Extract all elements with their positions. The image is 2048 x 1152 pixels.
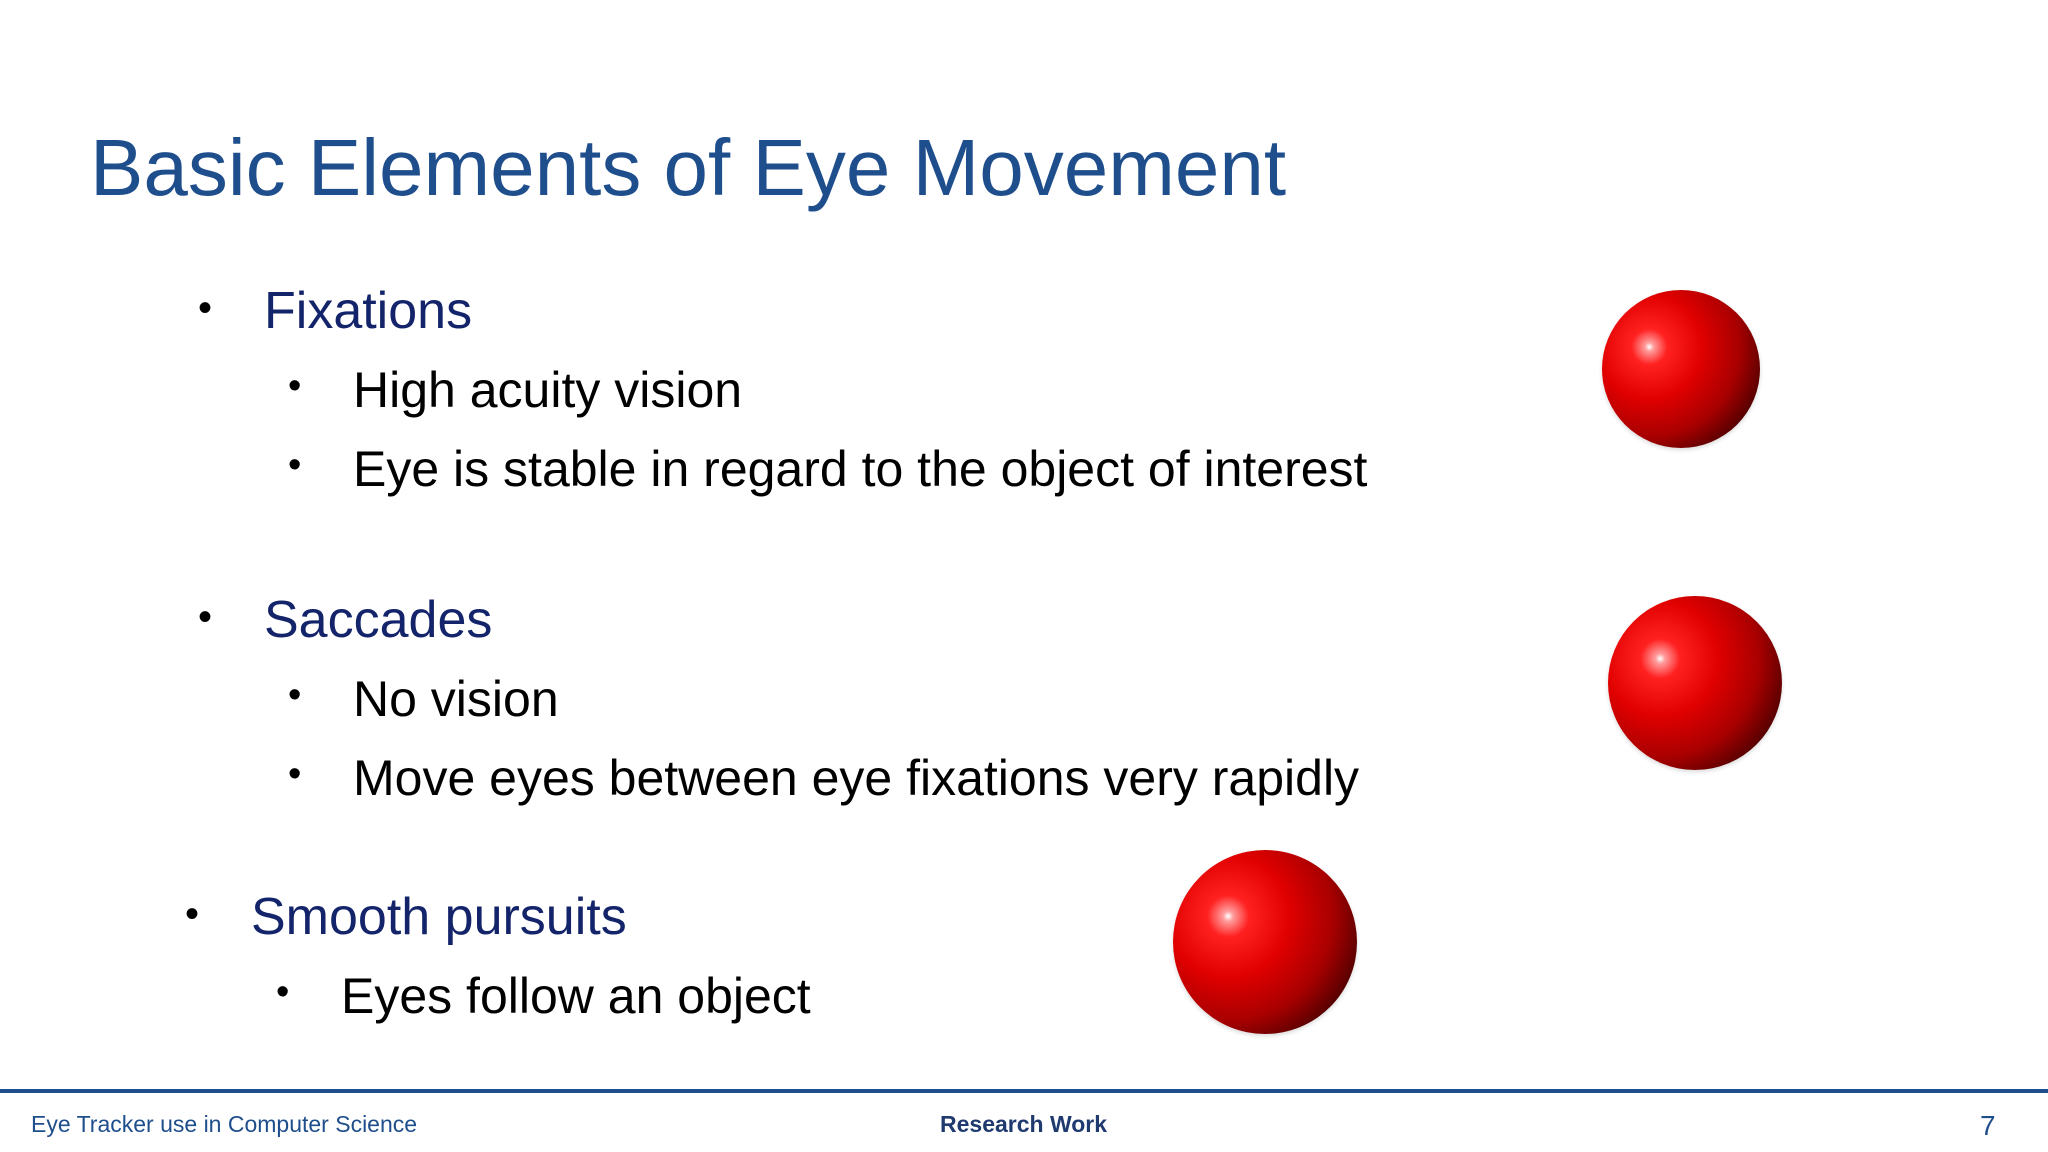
slide-title: Basic Elements of Eye Movement	[90, 123, 1287, 212]
section-item: Eyes follow an object	[341, 968, 811, 1024]
section-item: Move eyes between eye fixations very rap…	[353, 750, 1360, 806]
bullet-dot: •	[198, 595, 213, 639]
bullet-dot: •	[198, 286, 213, 330]
bullet-dot: •	[288, 753, 302, 795]
footer-section-label: Research Work	[940, 1111, 1108, 1137]
bullet-dot: •	[185, 892, 200, 936]
red-sphere-image	[1173, 850, 1357, 1034]
page-number: 7	[1980, 1110, 1996, 1141]
bullet-dot: •	[288, 365, 302, 407]
section-item: High acuity vision	[353, 362, 743, 418]
section-heading-saccades: Saccades	[264, 591, 493, 649]
bullet-dot: •	[288, 444, 302, 486]
bullet-dot: •	[288, 674, 302, 716]
section-heading-smooth-pursuits: Smooth pursuits	[251, 888, 627, 946]
red-sphere-image	[1602, 290, 1760, 448]
section-heading-fixations: Fixations	[264, 282, 473, 340]
section-item: Eye is stable in regard to the object of…	[353, 441, 1368, 497]
bullet-dot: •	[276, 971, 290, 1013]
footer-presentation-title: Eye Tracker use in Computer Science	[31, 1111, 418, 1137]
footer-rule	[0, 1089, 2048, 1093]
red-sphere-image	[1608, 596, 1782, 770]
section-item: No vision	[353, 671, 559, 727]
